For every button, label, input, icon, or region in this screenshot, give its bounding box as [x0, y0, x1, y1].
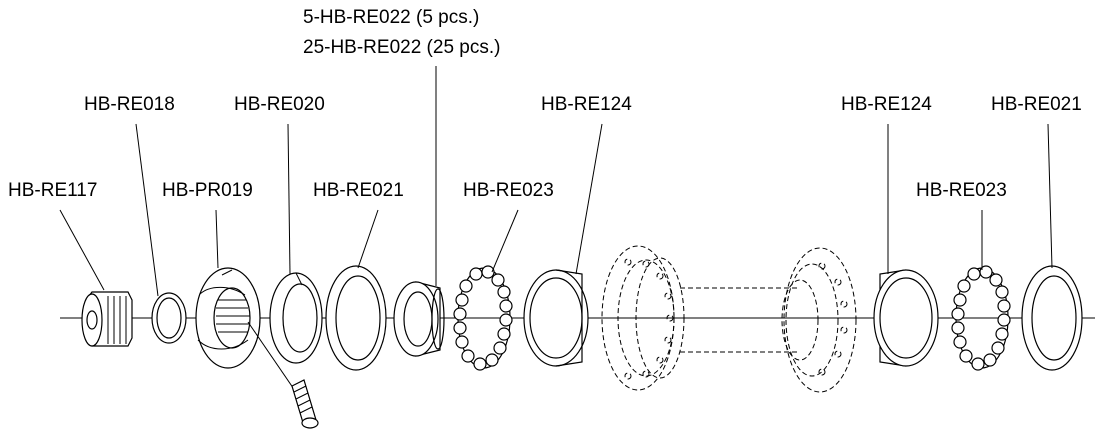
part-hb-re124-left: [523, 269, 589, 367]
leader-hb-re117: [59, 209, 105, 291]
part-hb-re023-right: [951, 265, 1011, 371]
label-hb-re124-left: HB-RE124: [541, 94, 632, 115]
part-hb-re020: [269, 272, 323, 364]
part-hb-re018: [151, 292, 187, 344]
label-hb-re022-line1: 5-HB-RE022 (5 pcs.): [303, 7, 480, 28]
leader-hb-re124-left: [575, 123, 603, 275]
leader-lines: [59, 66, 1053, 297]
part-hb-re117: [81, 291, 133, 347]
part-hb-re021-left: [325, 265, 387, 371]
label-hb-pr019: HB-PR019: [162, 180, 253, 201]
label-hb-re021-right: HB-RE021: [991, 94, 1082, 115]
part-hb-pr019: [195, 267, 261, 369]
part-hb-re022: [393, 281, 445, 357]
leader-hb-re023-left: [491, 209, 519, 273]
hub-shell: [601, 245, 857, 393]
part-hb-re124-right: [873, 269, 939, 367]
label-hb-re023-right: HB-RE023: [916, 180, 1007, 201]
leader-hb-pr019: [215, 209, 219, 269]
part-hb-re021-right: [1021, 265, 1083, 371]
part-hb-re023-left: [453, 265, 513, 371]
part-pinch-bolt: [247, 321, 319, 429]
label-hb-re124-right: HB-RE124: [841, 94, 932, 115]
leader-hb-re020: [287, 123, 291, 275]
label-hb-re022-line2: 25-HB-RE022 (25 pcs.): [303, 37, 501, 58]
leader-hb-re018: [135, 123, 159, 297]
label-hb-re023-left: HB-RE023: [463, 180, 554, 201]
leader-hb-re021-right: [1047, 123, 1053, 269]
label-hb-re018: HB-RE018: [84, 94, 175, 115]
label-hb-re021-left: HB-RE021: [313, 180, 404, 201]
label-hb-re020: HB-RE020: [234, 94, 325, 115]
leader-hb-re021-left: [357, 209, 379, 269]
label-hb-re117: HB-RE117: [8, 180, 98, 201]
